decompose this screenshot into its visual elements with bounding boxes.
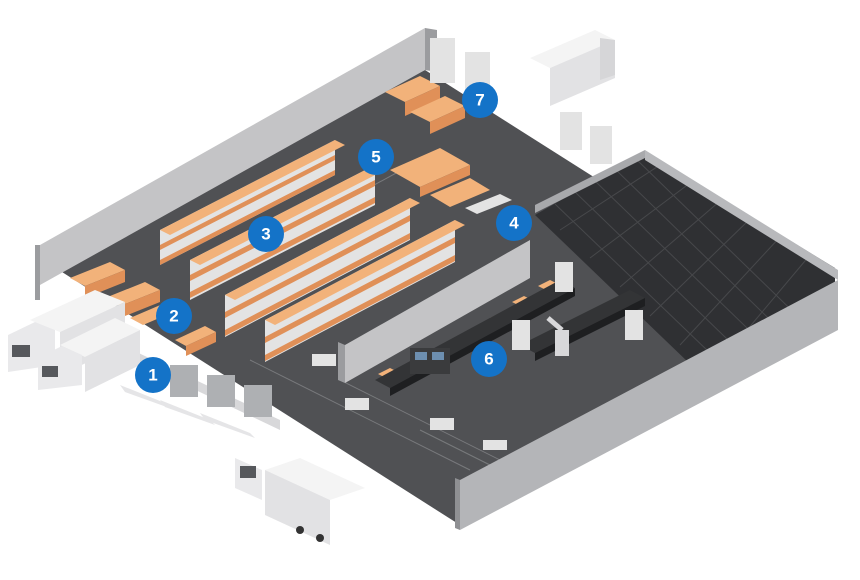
truck-left-2: [38, 318, 140, 392]
marker-2-label: 2: [169, 307, 178, 326]
marker-1[interactable]: 1: [135, 357, 171, 393]
warehouse-walls: [35, 28, 838, 530]
marker-4[interactable]: 4: [496, 205, 532, 241]
marker-5-label: 5: [371, 148, 380, 167]
marker-6[interactable]: 6: [471, 341, 507, 377]
trucks: [8, 30, 615, 545]
marker-2[interactable]: 2: [156, 298, 192, 334]
marker-6-label: 6: [484, 350, 493, 369]
marker-3-label: 3: [261, 225, 270, 244]
automation-line: [312, 262, 645, 450]
zone-markers: 1 2 3 4 5 6 7: [135, 82, 532, 393]
marker-3[interactable]: 3: [248, 216, 284, 252]
truck-bottom: [235, 458, 365, 545]
marker-5[interactable]: 5: [358, 139, 394, 175]
truck-top: [530, 30, 615, 106]
marker-7[interactable]: 7: [462, 82, 498, 118]
marker-4-label: 4: [509, 214, 519, 233]
marker-1-label: 1: [148, 366, 157, 385]
marker-7-label: 7: [475, 91, 484, 110]
